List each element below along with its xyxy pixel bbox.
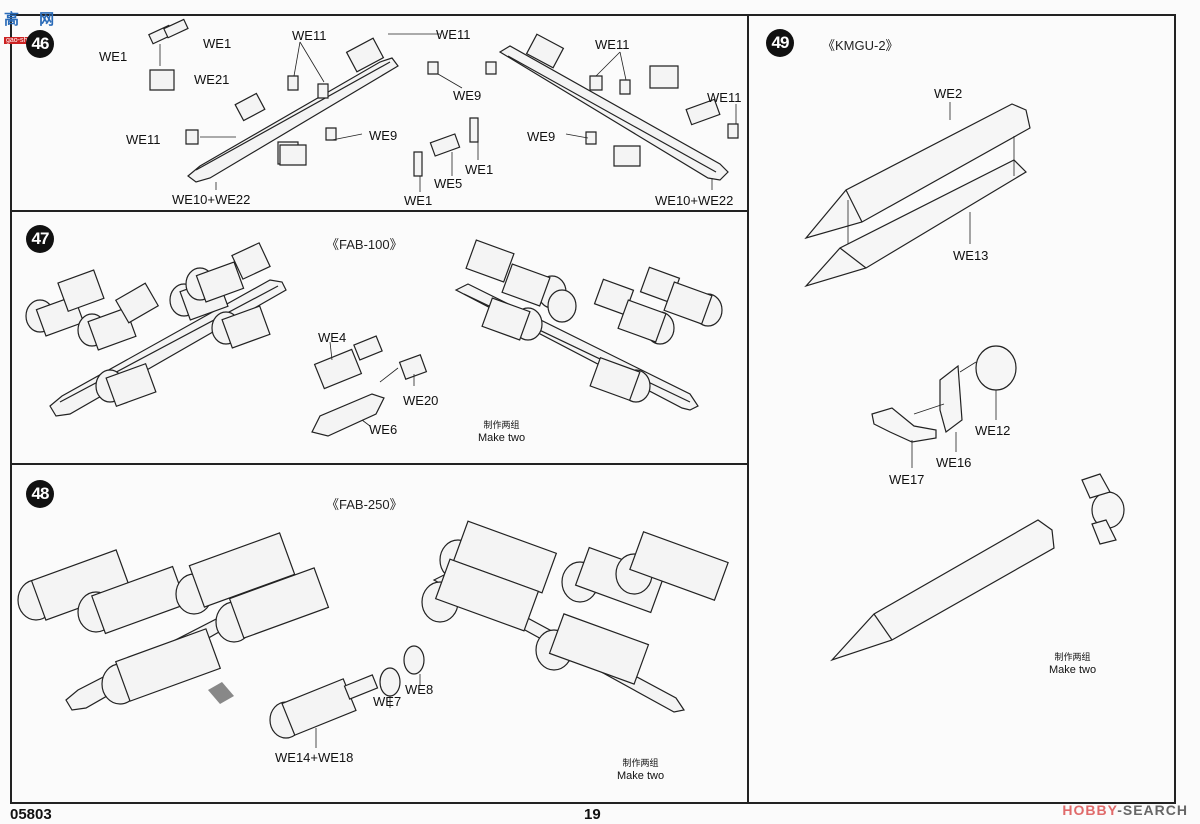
part-lower-l — [280, 145, 306, 165]
make-two-note: 制作两组 Make two — [617, 757, 664, 783]
part-we11b — [288, 76, 298, 90]
part-we20 — [400, 355, 427, 379]
part-lower-r — [614, 146, 640, 166]
part-label: WE9 — [453, 88, 482, 103]
part-we5 — [430, 134, 459, 156]
part-we11-r — [728, 124, 738, 138]
part-label: WE17 — [889, 472, 925, 487]
part-label: WE7 — [373, 694, 402, 709]
part-we11 — [186, 130, 198, 144]
make-two-note-en: Make two — [617, 770, 665, 782]
make-two-note: 制作两组 Make two — [1049, 651, 1096, 677]
step-number-48: 48 — [26, 480, 54, 508]
part-label: WE1 — [99, 49, 128, 64]
part-label: WE14+WE18 — [275, 750, 354, 765]
make-two-note-cn: 制作两组 — [483, 420, 520, 430]
bracket — [235, 93, 265, 120]
part-label: WE4 — [318, 330, 347, 345]
kit-number: 05803 — [10, 806, 52, 823]
make-two-note-en: Make two — [478, 432, 526, 444]
column-divider — [747, 14, 749, 804]
part-we21 — [150, 70, 174, 90]
part-label: WE1 — [465, 162, 494, 177]
hobby-search-watermark-suffix: SEARCH — [1122, 802, 1188, 818]
bomb — [548, 290, 576, 322]
part-label: WE2 — [934, 86, 963, 101]
bracket — [527, 34, 564, 68]
part-label: WE1 — [404, 193, 433, 208]
fab-250-assembly-drawing — [0, 464, 750, 804]
part-label: WE11 — [292, 28, 327, 43]
kmgu-2-assembly-drawing — [750, 0, 1180, 804]
make-two-note-cn: 制作两组 — [622, 758, 659, 768]
part-label: WE16 — [936, 455, 972, 470]
part-label: WE8 — [405, 682, 434, 697]
make-two-note: 制作两组 Make two — [478, 419, 525, 445]
part-label: WE11 — [595, 37, 630, 52]
part-we4 — [315, 349, 362, 388]
complete-kmgu — [832, 520, 1054, 660]
halftone-mark — [208, 682, 234, 704]
page-number: 19 — [584, 806, 601, 823]
part-label: WE21 — [194, 72, 230, 87]
left-rail — [188, 58, 398, 182]
part-we1c — [470, 118, 478, 142]
part-we6 — [312, 394, 384, 436]
hobby-search-watermark: HOBBY-SEARCH — [1062, 802, 1188, 818]
part-label: WE20 — [403, 393, 439, 408]
make-two-note-cn: 制作两组 — [1054, 652, 1091, 662]
part-we8 — [404, 646, 424, 674]
site-watermark-name: 高 网 — [4, 11, 63, 28]
step-title-kmgu-2: 《KMGU-2》 — [822, 38, 899, 53]
part-label: WE10+WE22 — [172, 192, 251, 207]
step-number-46: 46 — [26, 30, 54, 58]
part-we9b — [326, 128, 336, 140]
part-we12 — [976, 346, 1016, 390]
part-we9c — [486, 62, 496, 74]
make-two-note-en: Make two — [1049, 664, 1097, 676]
hobby-search-watermark-prefix: HOBBY — [1062, 802, 1118, 818]
part-label: WE10+WE22 — [655, 193, 734, 208]
part-label: WE12 — [975, 423, 1011, 438]
step-number-47: 47 — [26, 225, 54, 253]
pylon-rail-left-drawing — [0, 0, 750, 210]
part-label: WE9 — [527, 129, 556, 144]
step-divider-46-47 — [10, 210, 749, 212]
part-label: WE11 — [436, 27, 471, 42]
part-label: WE6 — [369, 422, 398, 437]
step-number-49: 49 — [766, 29, 794, 57]
step-title-fab-250: 《FAB-250》 — [326, 497, 403, 512]
part-we1b — [164, 19, 188, 37]
part-label: WE11 — [126, 132, 161, 147]
bracket — [590, 76, 602, 90]
part-label: WE9 — [369, 128, 398, 143]
part-we11c — [318, 84, 328, 98]
part-we7 — [380, 668, 400, 696]
part-we16 — [940, 366, 962, 432]
step-divider-47-48 — [10, 463, 749, 465]
fab-100-assembly-drawing — [0, 210, 750, 464]
part-bracket-r2 — [686, 99, 720, 124]
part-label: WE1 — [203, 36, 232, 51]
part-label: WE11 — [707, 90, 742, 105]
part-label: WE13 — [953, 248, 989, 263]
part-bracket-r — [650, 66, 678, 88]
bracket — [620, 80, 630, 94]
part-we1d — [414, 152, 422, 176]
instruction-frame — [10, 14, 1176, 804]
part-we9 — [428, 62, 438, 74]
part-we13 — [806, 160, 1026, 286]
step-title-fab-100: 《FAB-100》 — [326, 237, 403, 252]
part-we17 — [872, 408, 936, 442]
bracket — [347, 38, 384, 72]
part-label: WE5 — [434, 176, 463, 191]
